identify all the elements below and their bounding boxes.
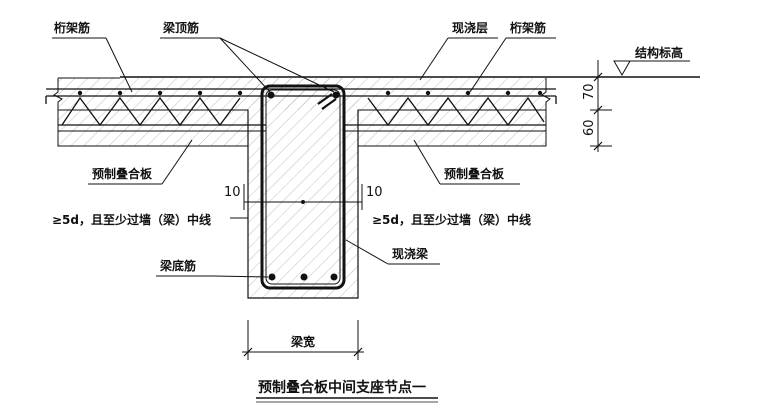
beam-top-leader-2: [219, 37, 335, 93]
structural-elevation-label: 结构标高: [635, 45, 683, 60]
beam-width-label: 梁宽: [290, 334, 315, 349]
beam-top-bar-left: [267, 91, 275, 99]
dim-70-text: 70: [582, 83, 597, 100]
stirrup-hook: [317, 93, 333, 105]
dim10-center-dot: [301, 200, 305, 204]
beam-width-slash-l: [243, 347, 253, 357]
beam-stirrup-inner: [265, 89, 341, 285]
beam-bottom-bar-2: [300, 273, 308, 281]
dim-60-text: 60: [582, 119, 597, 136]
precast-slab-left: [57, 109, 249, 147]
beam-bottom-bar-1: [268, 273, 276, 281]
truss-web-left: [61, 96, 241, 127]
truss-web-right: [367, 96, 545, 127]
anchor-right-note: ≥5d，且至少过墙（梁）中线: [372, 212, 531, 227]
cast-beam-leader: [345, 239, 389, 265]
truss-right-label: 桁架筋: [510, 20, 546, 35]
break-line-left: [53, 78, 63, 146]
stirrup-hook-2: [321, 98, 337, 110]
truss-left-leader: [105, 37, 133, 93]
truss-right-leader: [469, 37, 507, 93]
dim-slash-2: [593, 105, 603, 115]
beam-width-slash-r: [353, 347, 363, 357]
top-bar-dots: [77, 90, 543, 96]
elevation-triangle: [613, 60, 631, 77]
precast-right-leader: [413, 139, 441, 185]
cast-beam-label: 现浇梁: [392, 246, 428, 261]
precast-left-label: 预制叠合板: [92, 166, 153, 181]
beam-outline: [247, 110, 359, 299]
precast-right-label: 预制叠合板: [444, 166, 505, 181]
beam-bottom-bar-3: [330, 273, 338, 281]
cast-layer-label: 现浇层: [452, 20, 488, 35]
dim10-right-text: 10: [366, 185, 383, 200]
drawing-title: 预制叠合板中间支座节点一: [258, 379, 426, 396]
cast-layer-leader: [419, 37, 449, 81]
beam-top-bar-label: 梁顶筋: [162, 20, 199, 35]
beam-bottom-bar-label: 梁底筋: [159, 258, 196, 273]
anchor-left-note: ≥5d，且至少过墙（梁）中线: [52, 212, 211, 227]
truss-left-label: 桁架筋: [54, 20, 90, 35]
beam-top-leader-1: [219, 37, 271, 93]
cast-beam-body: [248, 78, 358, 298]
beam-top-bar-right: [332, 91, 340, 99]
dim-slash-1: [593, 72, 603, 82]
precast-left-leader: [161, 139, 193, 185]
dim10-left-text: 10: [224, 185, 241, 200]
dim-slash-3: [593, 141, 603, 151]
beam-bottom-leader: [213, 275, 269, 278]
break-line-right: [541, 78, 551, 146]
precast-slab-right: [357, 109, 547, 147]
